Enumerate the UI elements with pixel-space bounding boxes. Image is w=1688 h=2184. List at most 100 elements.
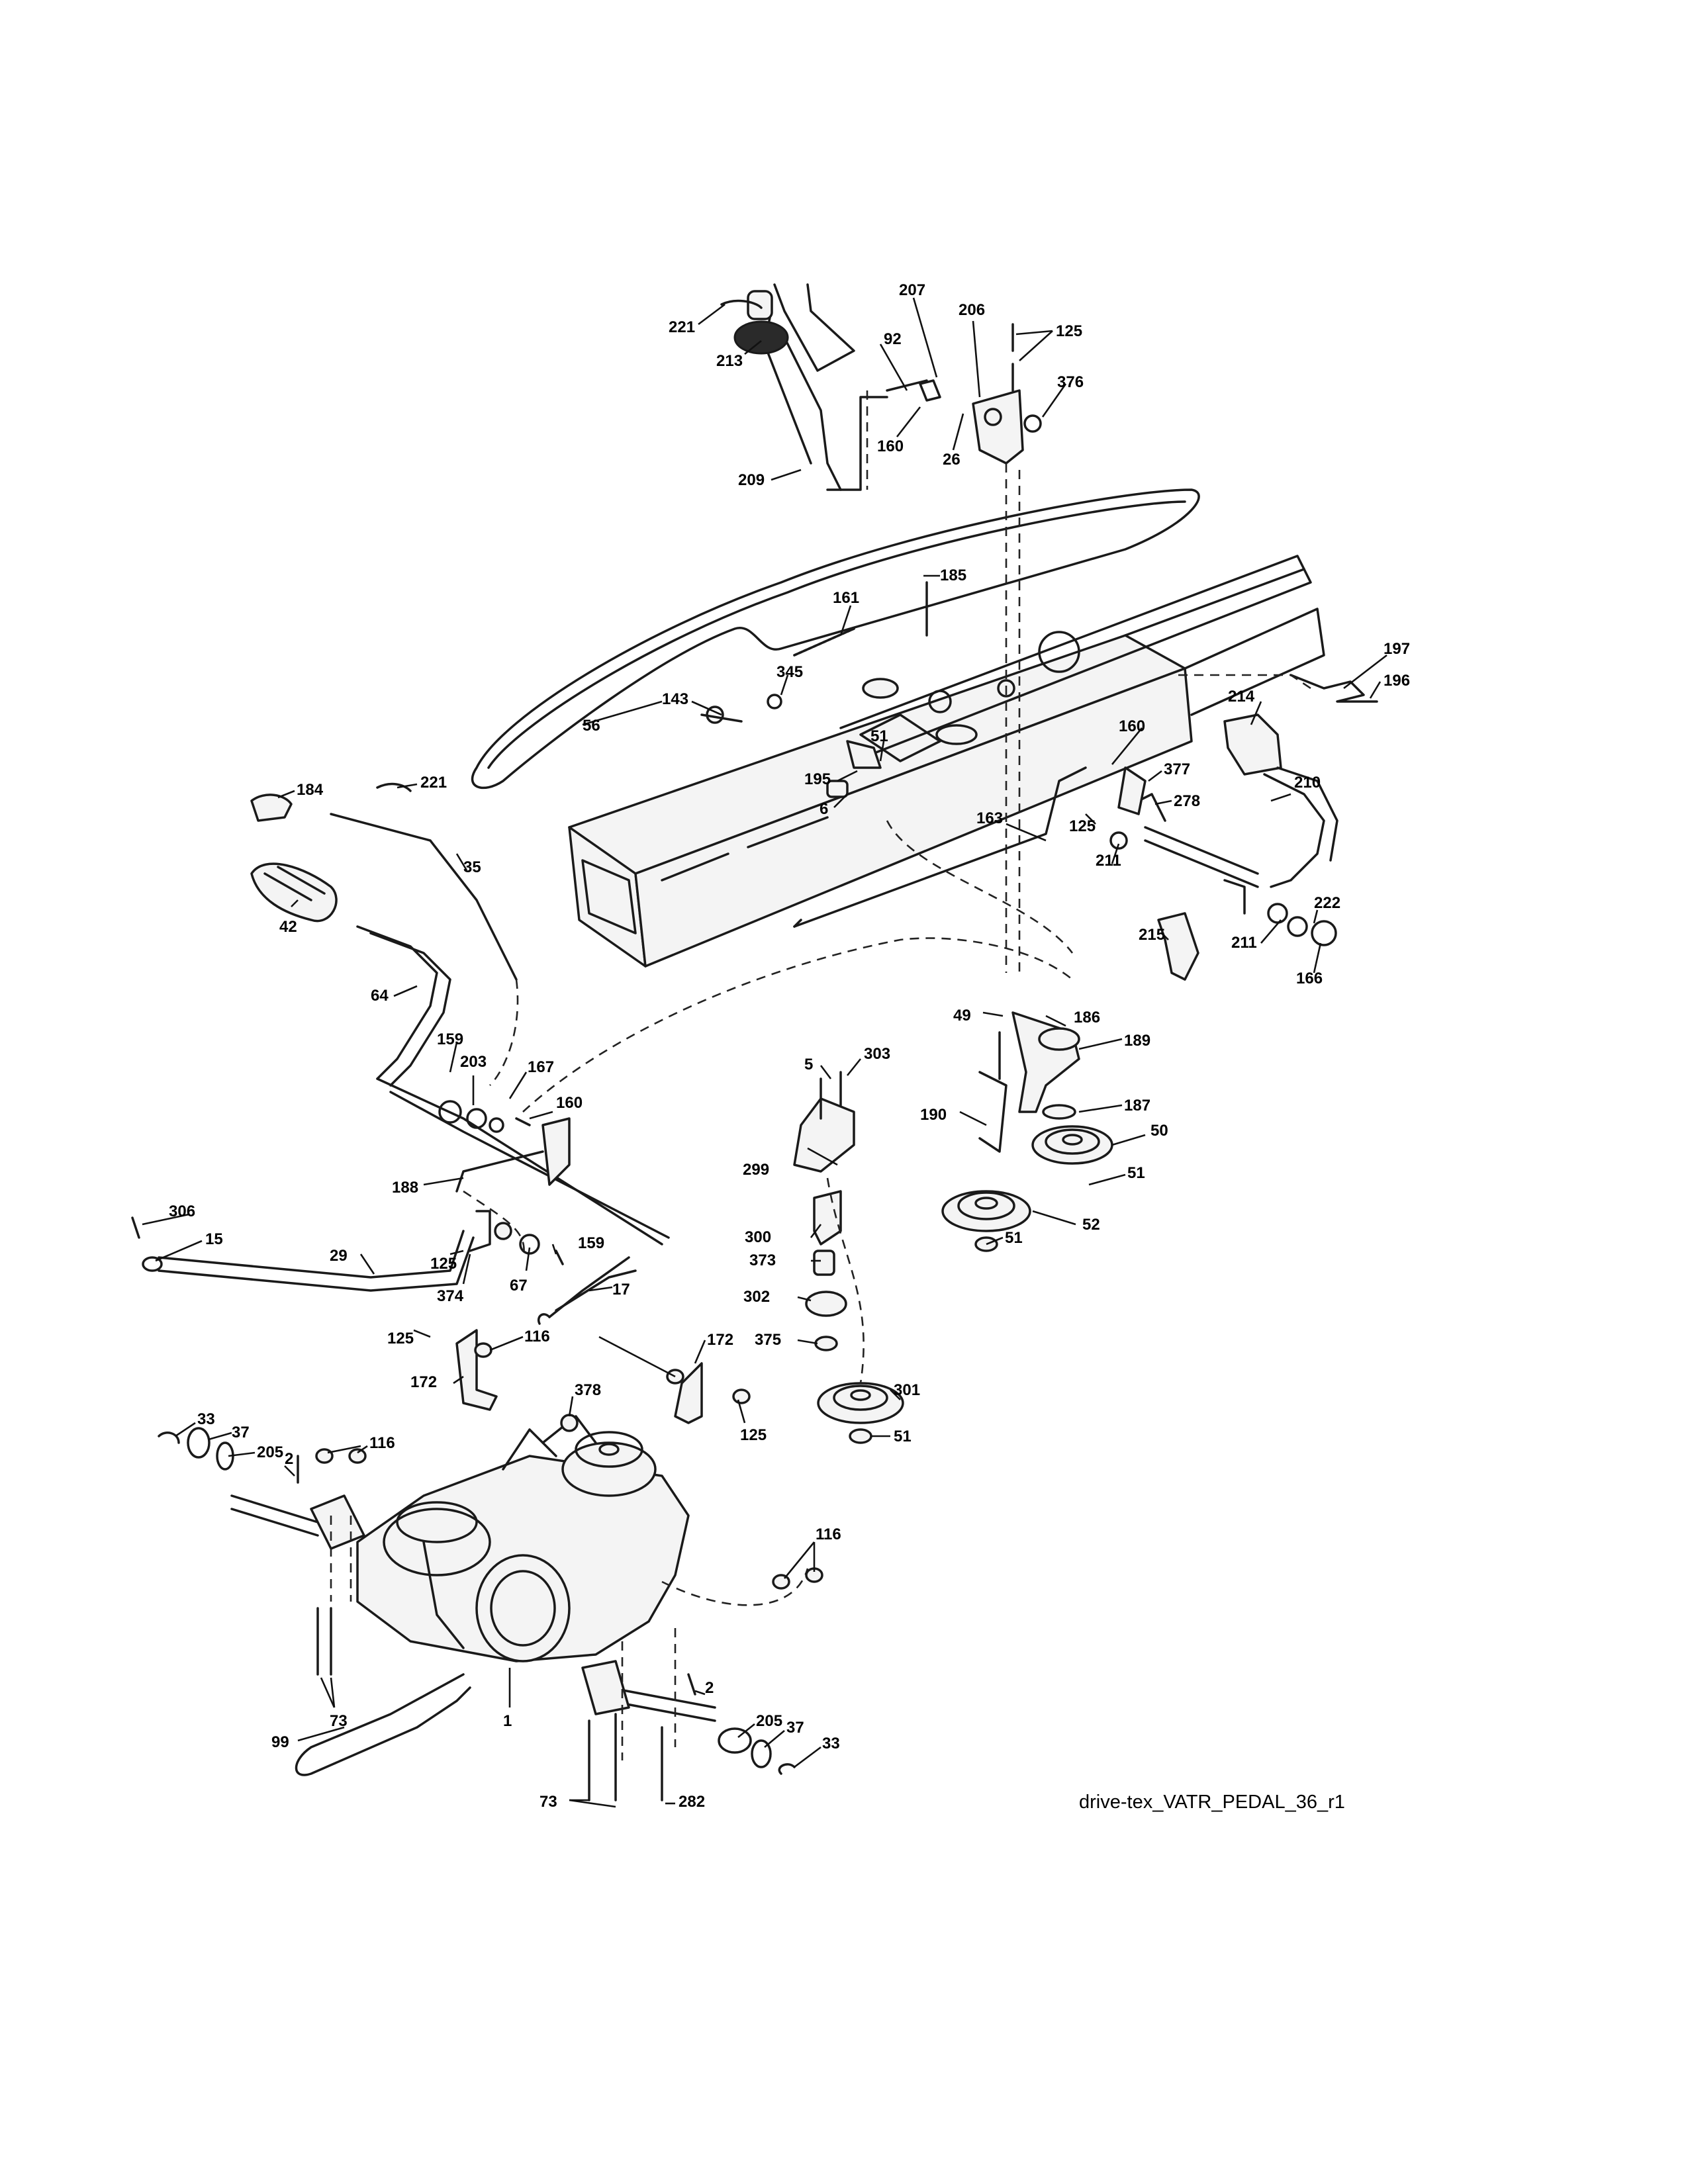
- callout-125-top: 125: [1056, 322, 1082, 340]
- idler-bracket-189: [998, 1011, 1080, 1120]
- callout-125-link: 125: [430, 1255, 457, 1273]
- callout-186: 186: [1074, 1009, 1100, 1026]
- callout-5: 5: [804, 1056, 813, 1073]
- frame-assembly: [568, 555, 1325, 968]
- pedal-assembly-left: [250, 782, 1073, 1246]
- callout-300: 300: [745, 1228, 771, 1246]
- callout-282: 282: [679, 1793, 705, 1811]
- callout-203: 203: [460, 1053, 487, 1071]
- callout-299: 299: [743, 1161, 769, 1179]
- callout-160-right: 160: [1119, 717, 1145, 735]
- callout-2-right: 2: [705, 1679, 714, 1697]
- return-spring-99: [295, 1673, 471, 1776]
- transaxle: [230, 1415, 809, 1760]
- callout-15: 15: [205, 1230, 223, 1248]
- callout-205-left: 205: [257, 1443, 283, 1461]
- callout-42: 42: [279, 918, 297, 936]
- callout-51-frame: 51: [870, 727, 888, 745]
- callout-116-right: 116: [816, 1525, 841, 1543]
- callout-205-right: 205: [756, 1712, 782, 1730]
- callout-64: 64: [371, 987, 389, 1005]
- callout-163: 163: [976, 809, 1003, 827]
- callout-33-right: 33: [822, 1735, 840, 1752]
- callout-306: 306: [169, 1203, 195, 1220]
- callout-215: 215: [1139, 926, 1165, 944]
- callout-184: 184: [297, 781, 324, 799]
- bracket-190: [978, 1071, 1008, 1153]
- callout-221-top: 221: [669, 318, 695, 336]
- callout-302: 302: [743, 1288, 770, 1306]
- callout-376: 376: [1057, 373, 1084, 391]
- leader-lines: [142, 297, 1387, 1808]
- callout-1: 1: [503, 1712, 512, 1730]
- callout-125-right: 125: [1069, 817, 1096, 835]
- callout-190: 190: [920, 1106, 947, 1124]
- callout-188: 188: [392, 1179, 418, 1197]
- callout-303: 303: [864, 1045, 890, 1063]
- callout-377: 377: [1164, 760, 1190, 778]
- callout-2-left: 2: [285, 1450, 293, 1468]
- callout-197: 197: [1383, 640, 1410, 658]
- callout-50: 50: [1150, 1122, 1168, 1140]
- callout-373: 373: [749, 1251, 776, 1269]
- callout-375: 375: [755, 1331, 781, 1349]
- callout-125-tx: 125: [387, 1330, 414, 1347]
- callout-213: 213: [716, 352, 743, 370]
- callout-161: 161: [833, 589, 859, 607]
- callout-211-lower: 211: [1231, 934, 1257, 952]
- callout-195: 195: [804, 770, 831, 788]
- pulley-50: [1031, 1125, 1113, 1165]
- callout-92: 92: [884, 330, 902, 348]
- callout-210: 210: [1294, 774, 1321, 792]
- bracket-206: [866, 323, 1042, 973]
- brake-rod-163: [793, 766, 1087, 954]
- callout-35: 35: [463, 858, 481, 876]
- callout-116-upper: 116: [369, 1434, 395, 1452]
- callout-374: 374: [437, 1287, 464, 1305]
- callout-33-left: 33: [197, 1410, 215, 1428]
- callout-159-lower: 159: [578, 1234, 604, 1252]
- callout-211-upper: 211: [1096, 852, 1121, 870]
- spring-161: [700, 581, 928, 724]
- callout-187: 187: [1124, 1097, 1150, 1115]
- bracket-172-left: [455, 1329, 498, 1411]
- callout-37-left: 37: [232, 1424, 250, 1441]
- callout-214: 214: [1228, 688, 1255, 705]
- bolts-73-282: [316, 1607, 663, 1801]
- bracket-195: [826, 740, 882, 798]
- drawing-id-label: drive-tex_VATR_PEDAL_36_r1: [1079, 1792, 1345, 1813]
- callout-172-left: 172: [410, 1373, 437, 1391]
- cross-shaft-197: [1178, 674, 1378, 703]
- callout-185: 185: [940, 567, 966, 584]
- pulley-301: [817, 1177, 904, 1444]
- callout-51-pulley301: 51: [894, 1428, 912, 1445]
- callout-143: 143: [662, 690, 688, 708]
- shift-lever: [720, 283, 888, 491]
- linkage-188: [131, 1100, 637, 1325]
- callout-172-right: 172: [707, 1331, 733, 1349]
- callout-209: 209: [738, 471, 765, 489]
- callout-160-left: 160: [556, 1094, 583, 1112]
- callout-17: 17: [612, 1281, 630, 1298]
- callout-116-tx: 116: [524, 1328, 550, 1345]
- callout-73-bottom: 73: [539, 1793, 557, 1811]
- callout-301: 301: [894, 1381, 920, 1399]
- callout-52: 52: [1082, 1216, 1100, 1234]
- bracket-299: [793, 1071, 855, 1173]
- callout-26: 26: [943, 451, 961, 469]
- callout-167: 167: [528, 1058, 554, 1076]
- drive-belt: [471, 488, 1200, 790]
- callout-159-upper: 159: [437, 1030, 463, 1048]
- callout-207: 207: [899, 281, 925, 299]
- bracket-300: [805, 1190, 847, 1351]
- callout-67: 67: [510, 1277, 528, 1295]
- callout-125-bracket: 125: [740, 1426, 767, 1444]
- callout-278: 278: [1174, 792, 1200, 810]
- pedal-assembly-right: [1109, 713, 1338, 981]
- callout-166: 166: [1296, 970, 1323, 987]
- callout-6: 6: [820, 800, 828, 818]
- callout-99: 99: [271, 1733, 289, 1751]
- callout-206: 206: [959, 301, 985, 319]
- bracket-172-right: [666, 1362, 751, 1424]
